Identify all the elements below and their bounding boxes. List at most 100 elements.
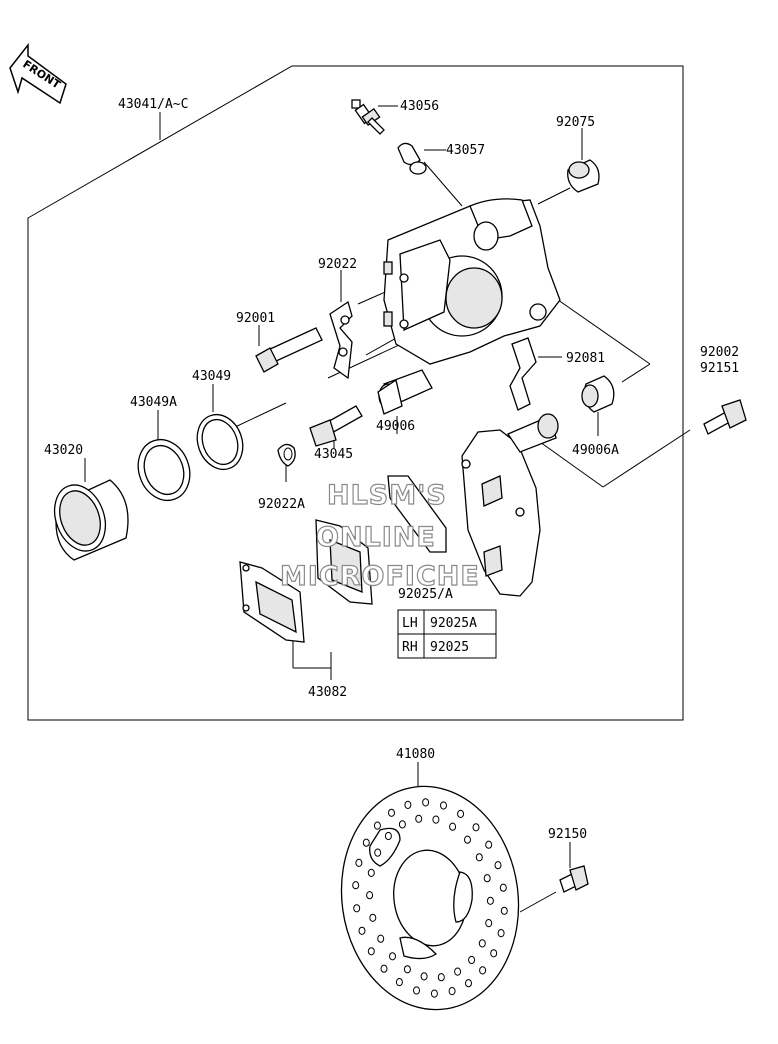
label-49006: 49006 [376, 419, 415, 434]
watermark-line-3: MICROFICHE [280, 561, 480, 592]
disc-hole [486, 896, 494, 905]
disc-hole [483, 874, 491, 883]
disc-hole [468, 955, 476, 965]
disc-hole [415, 814, 423, 823]
disc-hole [449, 822, 457, 831]
table-side-rh: RH [402, 640, 418, 655]
label-43056: 43056 [400, 99, 439, 114]
label-43045: 43045 [314, 447, 353, 462]
seal-43049A [137, 438, 191, 502]
disc-hole [413, 986, 420, 995]
table-part-lh: 92025A [430, 616, 477, 631]
disc-hole [499, 883, 507, 892]
table-side-lh: LH [402, 616, 418, 631]
bolt-92001 [255, 327, 323, 373]
disc-hole [403, 965, 411, 974]
boot-92075 [567, 159, 600, 193]
disc-hole [367, 868, 375, 878]
disc-hole [355, 858, 363, 868]
label-43049A: 43049A [130, 395, 177, 410]
disc-hole [478, 939, 486, 948]
part-labels: 43041/A~C 43056 43057 92075 92022 92001 … [44, 97, 739, 842]
label-43020: 43020 [44, 443, 83, 458]
disc-hole [353, 904, 361, 913]
disc-hole [494, 861, 502, 870]
watermark: HLSM'S ONLINE MICROFICHE [279, 479, 480, 592]
pad-retainer [387, 475, 447, 553]
label-92150: 92150 [548, 827, 587, 842]
caliper-body [383, 198, 561, 365]
pad-spring-92022 [329, 300, 353, 380]
disc-hole [366, 891, 374, 900]
sleeve-49006 [377, 369, 433, 415]
boot-49006A [581, 375, 615, 413]
front-arrow-icon: FRONT [9, 42, 67, 105]
disc-hole [380, 964, 388, 973]
disc-hole [440, 801, 447, 810]
label-43049: 43049 [192, 369, 231, 384]
seal-43049 [196, 413, 244, 471]
piston-43020 [53, 479, 129, 561]
label-92151: 92151 [700, 361, 739, 376]
disc-hole [377, 934, 385, 943]
bolt-92002 [703, 399, 747, 435]
watermark-line-2: ONLINE [316, 522, 436, 553]
table-part-rh: 92025 [430, 640, 469, 655]
label-92002: 92002 [700, 345, 739, 360]
watermark-line-1: HLSM'S [327, 480, 447, 511]
bleeder-valve-43056 [351, 99, 385, 135]
disc-hole [430, 989, 438, 998]
disc-hole [367, 947, 375, 956]
label-43057: 43057 [446, 143, 485, 158]
disc-hole [422, 798, 430, 807]
disc-hole [358, 926, 366, 935]
disc-hole [362, 838, 370, 847]
disc-hole [475, 853, 483, 862]
disc-hole [472, 823, 480, 832]
disc-hole [388, 808, 395, 817]
disc-hole [389, 952, 396, 961]
label-92022A: 92022A [258, 497, 305, 512]
spring-92081 [509, 337, 537, 411]
disc-hole [432, 815, 440, 824]
brake-pads-43082 [239, 519, 373, 643]
disc-hole [485, 919, 493, 928]
disc-hole [420, 972, 428, 981]
disc-hole [497, 929, 505, 938]
brake-disc-41080 [340, 785, 520, 1011]
disc-hole [398, 820, 406, 829]
label-41080: 41080 [396, 747, 435, 762]
disc-hole [454, 967, 462, 976]
disc-hole [490, 949, 498, 958]
disc-hole [500, 906, 508, 915]
retainer-92022A [277, 443, 296, 467]
disc-hole [404, 800, 412, 810]
label-49006A: 49006A [572, 443, 619, 458]
bleeder-cap-43057 [397, 142, 427, 175]
label-92022: 92022 [318, 257, 357, 272]
disc-vent-holes [352, 798, 508, 998]
side-table: LH 92025A RH 92025 [397, 609, 497, 659]
disc-hole [395, 978, 403, 987]
disc-hole [465, 979, 472, 988]
disc-hole [437, 973, 445, 982]
label-92075: 92075 [556, 115, 595, 130]
label-92025A: 92025/A [398, 587, 453, 602]
disc-hole [457, 809, 465, 819]
label-92001: 92001 [236, 311, 275, 326]
bolt-92150 [559, 865, 589, 893]
disc-hole [448, 987, 456, 996]
disc-hole [374, 848, 382, 857]
bracket-92025 [461, 413, 559, 597]
disc-hole [464, 835, 471, 844]
disc-hole [352, 881, 360, 890]
disc-hole [369, 913, 377, 922]
label-43041: 43041/A~C [118, 97, 188, 112]
disc-hole [485, 840, 493, 849]
disc-hole [479, 966, 487, 975]
pin-43045 [309, 405, 363, 447]
disc-hole [384, 831, 392, 841]
assembly-frame [27, 65, 684, 721]
label-43082: 43082 [308, 685, 347, 700]
